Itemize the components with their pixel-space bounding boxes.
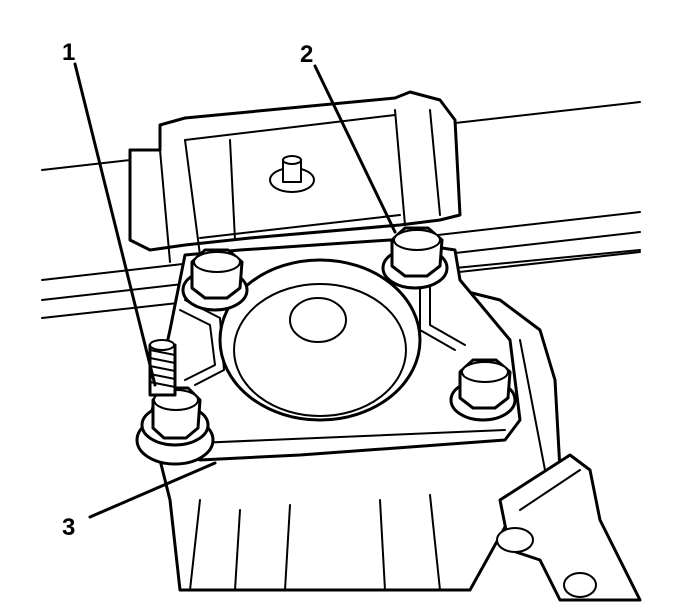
leader-line-1 bbox=[73, 62, 157, 387]
leader-line-3 bbox=[88, 461, 217, 519]
right-bracket bbox=[496, 453, 642, 602]
center-cap bbox=[218, 258, 422, 422]
leader-line-2 bbox=[313, 64, 397, 234]
leader-lines bbox=[73, 62, 397, 519]
callout-2: 2 bbox=[300, 41, 313, 68]
callout-3: 3 bbox=[62, 514, 75, 541]
nut-upper-right bbox=[381, 226, 449, 290]
nut-upper-left bbox=[181, 248, 249, 312]
top-stud bbox=[269, 155, 315, 193]
callout-1: 1 bbox=[62, 39, 75, 66]
nut-lower-left-stud bbox=[135, 339, 215, 466]
nut-lower-right bbox=[449, 358, 517, 422]
